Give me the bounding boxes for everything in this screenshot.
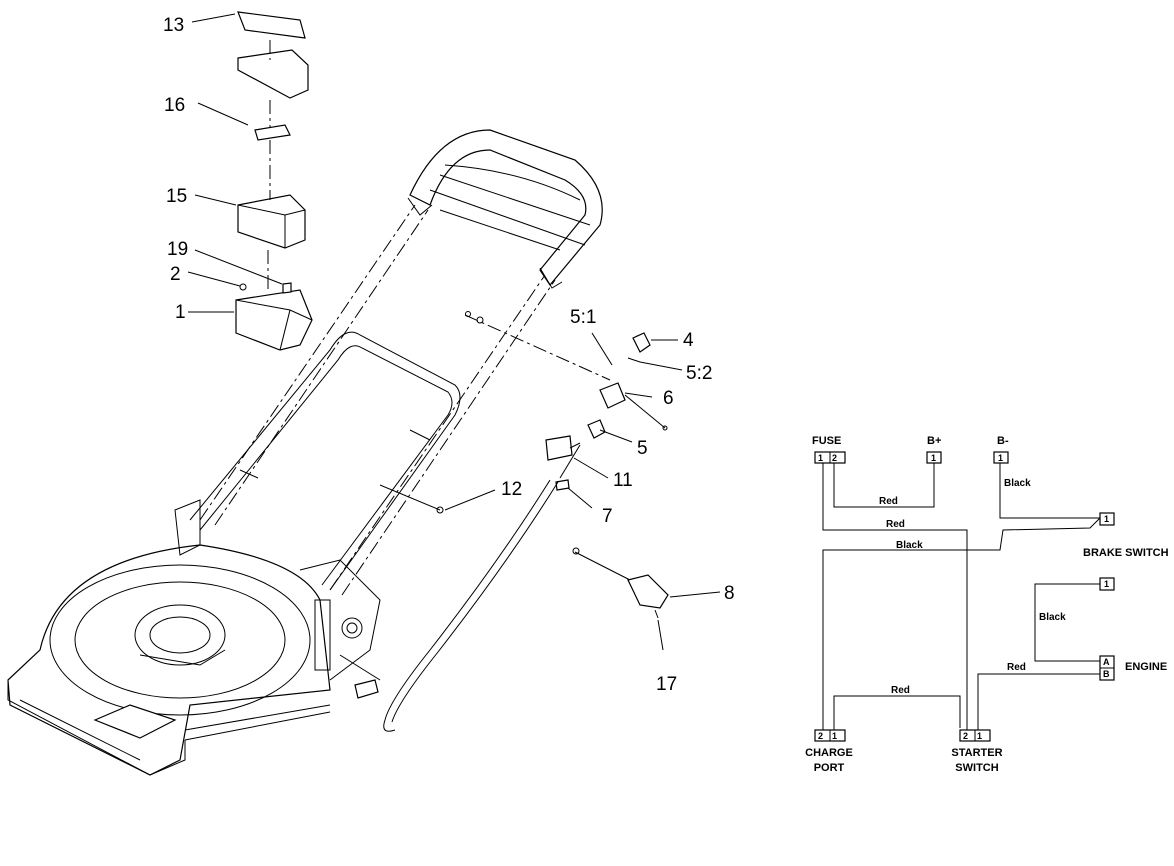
wire-label-engine1-engineA: Black <box>1039 612 1066 623</box>
key <box>632 332 651 353</box>
screw <box>239 283 247 291</box>
fuse-pin-1: 1 <box>818 453 823 463</box>
callout-5: 5 <box>637 438 648 459</box>
starter-switch-connector: 2 1 STARTER SWITCH <box>951 729 1003 774</box>
battery-tray <box>235 289 313 351</box>
starter-switch-label-line2: SWITCH <box>955 762 998 774</box>
wires <box>822 462 1101 730</box>
switch-assembly <box>383 311 668 732</box>
starter-switch-pin-1: 1 <box>977 731 982 741</box>
charger <box>572 547 669 619</box>
charge-port-label-line2: PORT <box>814 762 845 774</box>
callout-2: 2 <box>170 264 181 285</box>
switch-body <box>599 382 626 409</box>
callout-19: 19 <box>167 239 188 260</box>
engine-pin-a: A <box>1103 657 1110 667</box>
bplus-connector: B+ 1 <box>926 435 942 464</box>
callout-13: 13 <box>163 15 184 36</box>
battery-stack <box>235 11 313 351</box>
wire-labels: Red Red Black Black Black Red Red <box>879 478 1066 696</box>
battery-cover <box>237 49 309 99</box>
bplus-label: B+ <box>927 435 941 447</box>
brake-switch-pin-1: 1 <box>1104 514 1109 524</box>
wire-label-engineB-starter: Red <box>1007 662 1026 673</box>
wire-label-fuse1-starter: Red <box>886 519 905 530</box>
callout-5-2: 5:2 <box>686 363 712 384</box>
callout-numbers: 13 16 15 19 2 1 5:1 4 5:2 6 5 11 12 7 8 … <box>163 15 735 695</box>
engine-pin-1: 1 <box>1104 579 1109 589</box>
exploded-view: 13 16 15 19 2 1 5:1 4 5:2 6 5 11 12 7 8 … <box>7 11 735 776</box>
bminus-label: B- <box>997 435 1009 447</box>
fuse-connector: FUSE 1 2 <box>812 435 846 464</box>
terminal <box>282 282 292 294</box>
callout-7: 7 <box>602 506 613 527</box>
callout-4: 4 <box>683 330 694 351</box>
callout-16: 16 <box>164 95 185 116</box>
bminus-connector: B- 1 <box>993 435 1009 464</box>
starter-switch-label-line1: STARTER <box>951 747 1002 759</box>
engine-connector: 1 A B ENGINE <box>1099 577 1167 681</box>
callout-5-1: 5:1 <box>570 307 596 328</box>
bplus-pin-1: 1 <box>931 453 936 463</box>
callout-12: 12 <box>501 479 522 500</box>
callout-8: 8 <box>724 583 735 604</box>
starter-switch-pin-2: 2 <box>963 731 968 741</box>
wire-label-bminus-brake: Black <box>1004 478 1031 489</box>
label-decal <box>237 11 306 39</box>
fuse-pin-2: 2 <box>832 453 837 463</box>
callout-11: 11 <box>613 470 633 491</box>
wire-label-brake-charge: Black <box>896 540 923 551</box>
engine-label: ENGINE <box>1125 661 1167 673</box>
foam-pad <box>254 124 291 141</box>
wiring-schematic: Red Red Black Black Black Red Red FUSE 1… <box>805 435 1168 774</box>
callout-15: 15 <box>166 186 187 207</box>
wire-label-fuse2-bplus: Red <box>879 496 898 507</box>
brake-switch-connector: 1 BRAKE SWITCH <box>1083 512 1169 559</box>
wire-label-charge-starter: Red <box>891 685 910 696</box>
callout-17: 17 <box>656 674 677 695</box>
callout-leaders <box>187 13 721 651</box>
charge-port-connector: 2 1 CHARGE PORT <box>805 729 853 774</box>
mower-deck <box>7 499 381 776</box>
engine-pin-b: B <box>1103 669 1110 679</box>
fuse-label: FUSE <box>812 435 841 447</box>
handle-frame <box>189 129 611 596</box>
bminus-pin-1: 1 <box>998 453 1003 463</box>
battery <box>237 194 306 249</box>
callout-6: 6 <box>663 388 674 409</box>
brake-switch-label: BRAKE SWITCH <box>1083 547 1169 559</box>
callout-1: 1 <box>175 302 186 323</box>
charge-port-pin-1: 1 <box>832 731 837 741</box>
charge-port-label-line1: CHARGE <box>805 747 853 759</box>
charge-port-pin-2: 2 <box>818 731 823 741</box>
